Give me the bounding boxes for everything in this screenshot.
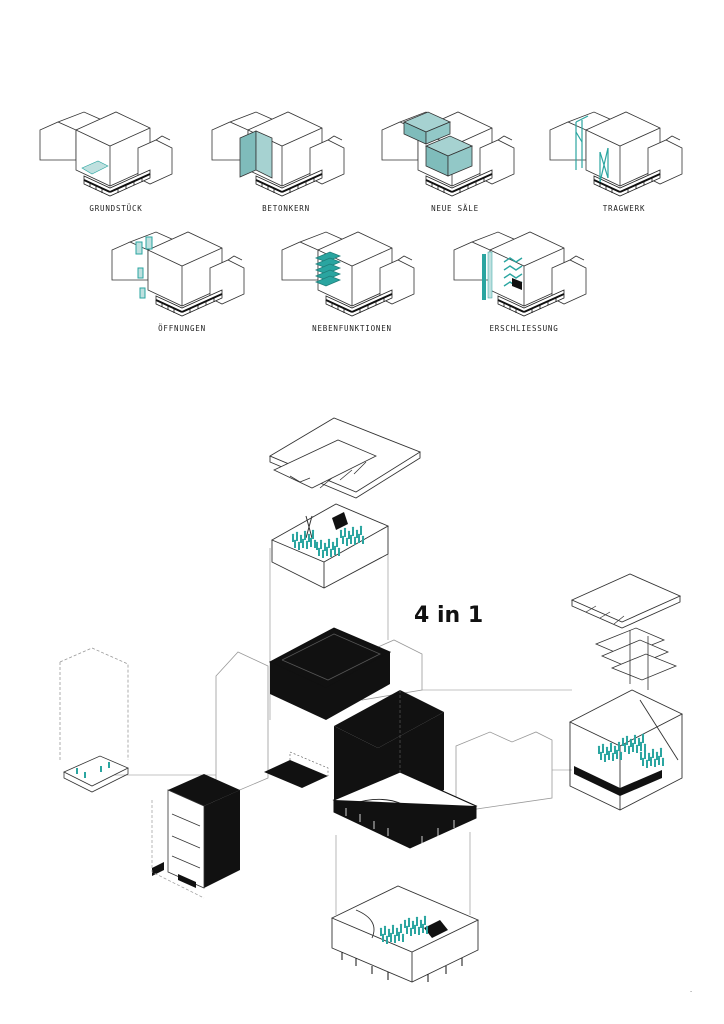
right-hall (568, 689, 684, 811)
upper-hall (270, 503, 390, 589)
left-ghost-house (59, 647, 129, 760)
diagram-neue-saele (381, 111, 515, 197)
roof-truss-top (269, 417, 421, 499)
caption-neue-saele: NEUE SÄLE (431, 204, 479, 213)
caption-grundstueck: GRUNDSTÜCK (89, 204, 143, 213)
black-small-slab (264, 751, 329, 788)
diagram-nebenfunktionen (281, 231, 415, 317)
black-core-tower (151, 774, 240, 899)
black-upper-volume (268, 627, 392, 720)
caption-nebenfunktionen: NEBENFUNKTIONEN (312, 324, 392, 333)
caption-erschliessung: ERSCHLIESSUNG (489, 324, 559, 333)
diagram-grundstueck (39, 111, 173, 197)
main-title: 4 in 1 (414, 603, 483, 628)
right-truss-slab (570, 573, 682, 629)
diagram-oeffnungen (111, 231, 245, 317)
caption-betonkern: BETONKERN (262, 204, 310, 213)
ground-hall (330, 885, 480, 983)
right-stair-slabs (594, 627, 678, 690)
caption-oeffnungen: ÖFFNUNGEN (158, 324, 206, 333)
black-main-volume (332, 690, 478, 849)
page-footnote: - (690, 988, 693, 995)
diagram-tragwerk (549, 111, 683, 197)
left-small-plan (63, 755, 129, 793)
diagram-betonkern (211, 111, 345, 197)
diagram-erschliessung (453, 231, 587, 317)
caption-tragwerk: TRAGWERK (602, 204, 646, 213)
